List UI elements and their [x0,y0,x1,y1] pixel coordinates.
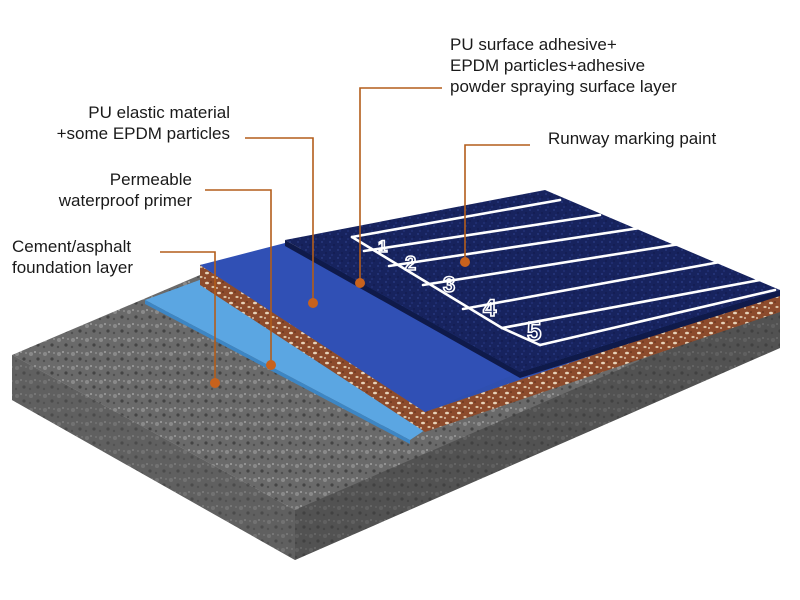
rubber-side-face [425,292,780,432]
leader-primer [205,189,272,365]
lane-number-5: 5 [527,316,541,346]
label-line: PU elastic material [88,103,230,122]
dot-primer [266,360,276,370]
label-line: EPDM particles+adhesive [450,56,646,75]
label-line: powder spraying surface layer [450,77,677,96]
surface-layer [285,190,780,378]
surface-front-face [285,240,520,378]
label-pu-elastic: PU elastic material +some EPDM particles [57,102,230,144]
lane-line [350,198,562,239]
dot-foundation [210,378,220,388]
foundation-side-texture [295,300,780,560]
leader-lines [160,87,530,383]
lane-numbers: 1 2 3 4 5 [377,236,542,347]
label-marking-paint: Runway marking paint [548,128,716,149]
start-line [350,235,504,330]
lane-line [387,226,642,268]
primer-front-band [145,300,410,444]
dot-marking [460,257,470,267]
leader-pu [245,137,314,303]
lane-line [362,213,602,253]
lane-number-4: 4 [483,295,497,322]
label-line: foundation layer [12,258,133,277]
label-foundation: Cement/asphalt foundation layer [12,236,150,278]
foundation-front-texture [12,355,295,560]
leader-surface [359,87,442,283]
lane-number-2: 2 [405,253,416,275]
lane-markings [350,198,777,347]
label-surface-layer: PU surface adhesive+ EPDM particles+adhe… [450,34,677,97]
leader-dots [210,257,470,388]
lane-number-1: 1 [378,237,387,256]
label-primer: Permeable waterproof primer [59,169,192,211]
leader-marking [464,144,530,262]
dot-surface [355,278,365,288]
surface-side-face [520,290,780,378]
label-line: waterproof primer [58,191,192,210]
finish-box-line [500,326,542,347]
lane-line [421,242,682,287]
label-line: PU surface adhesive+ [450,35,617,54]
lane-number-3: 3 [443,272,455,297]
leader-foundation [160,251,216,383]
dot-pu [308,298,318,308]
label-line: Permeable [109,170,192,189]
label-line: Runway marking paint [548,129,717,148]
pu-elastic-layer [200,243,520,412]
lane-line [461,260,722,311]
finish-box-line [538,288,777,347]
rubber-front-face [200,265,425,432]
lane-line [500,278,762,330]
label-line: +some EPDM particles [56,124,230,143]
surface-top [285,190,780,372]
label-line: Cement/asphalt [12,237,132,256]
